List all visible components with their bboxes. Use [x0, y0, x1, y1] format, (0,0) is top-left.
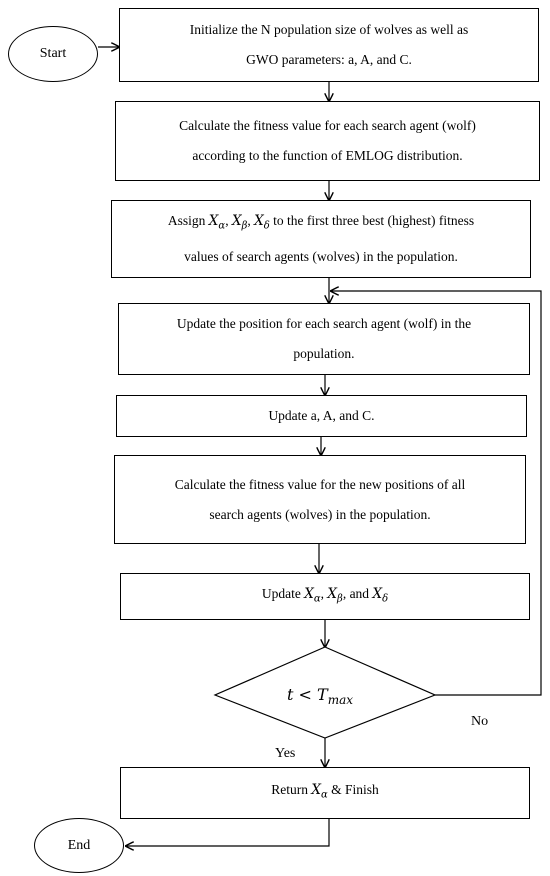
x-delta: Xδ	[254, 213, 270, 232]
start-label: Start	[39, 46, 67, 61]
x-beta: Xβ	[327, 585, 343, 605]
calc-new-line-1: Calculate the fitness value for the new …	[174, 476, 466, 492]
update-params-step: Update a, A, and C.	[116, 395, 527, 437]
assign-line-1: Assign Xα, Xβ, Xδ to the first three bes…	[167, 213, 475, 232]
calc-fitness-step: Calculate the fitness value for each sea…	[115, 101, 540, 181]
calc-fitness-line-1: Calculate the fitness value for each sea…	[179, 118, 476, 133]
x-alpha: Xα	[304, 585, 321, 605]
update-x-step: Update Xα, Xβ, and Xδ	[120, 573, 530, 620]
x-alpha: Xα	[311, 782, 328, 801]
end-terminal: End	[34, 818, 124, 873]
update-params-label: Update a, A, and C.	[268, 408, 375, 423]
calc-new-line-2: search agents (wolves) in the population…	[209, 506, 431, 522]
end-label: End	[67, 837, 91, 853]
x-beta: Xβ	[231, 213, 248, 232]
start-terminal: Start	[8, 26, 98, 82]
update-x-label: Update Xα, Xβ, and Xδ	[261, 585, 389, 605]
return-label: Return Xα & Finish	[271, 782, 379, 801]
x-delta: Xδ	[372, 585, 389, 605]
arrow-return-to-end	[126, 819, 330, 846]
assign-step: Assign Xα, Xβ, Xδ to the first three bes…	[111, 200, 531, 278]
init-line-2: GWO parameters: a, A, and C.	[246, 52, 412, 67]
assign-line-2: values of search agents (wolves) in the …	[184, 248, 458, 264]
init-step: Initialize the N population size of wolv…	[119, 8, 539, 82]
x-alpha: Xα	[208, 213, 226, 232]
update-position-line-1: Update the position for each search agen…	[176, 316, 472, 331]
no-label: No	[471, 714, 489, 729]
update-position-step: Update the position for each search agen…	[118, 303, 530, 375]
calc-new-step: Calculate the fitness value for the new …	[114, 455, 526, 544]
decision-diamond	[213, 646, 437, 739]
update-position-line-2: population.	[293, 346, 355, 361]
return-step: Return Xα & Finish	[120, 767, 530, 819]
calc-fitness-line-2: according to the function of EMLOG distr…	[192, 148, 463, 163]
yes-label: Yes	[275, 746, 296, 761]
decision-condition: t < Tmax	[287, 685, 353, 708]
arrow-decision-no-loop	[331, 291, 542, 696]
init-line-1: Initialize the N population size of wolv…	[189, 22, 469, 37]
